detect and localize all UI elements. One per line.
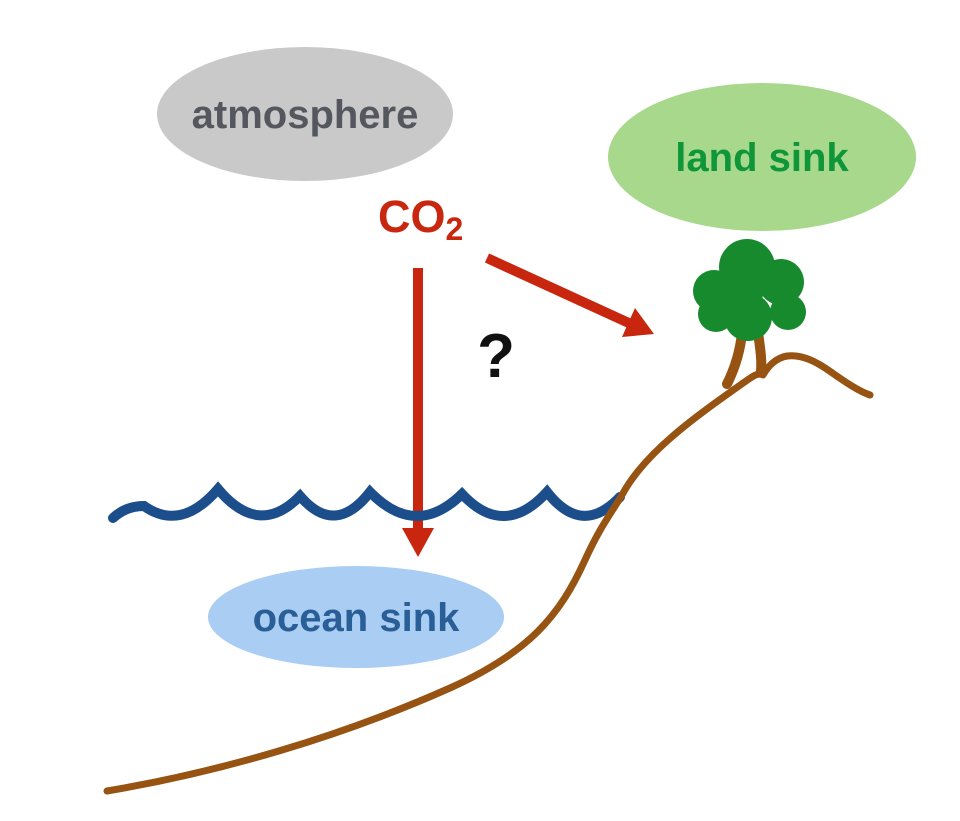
ocean-sink-label: ocean sink [253, 596, 461, 640]
tree-icon [693, 239, 806, 389]
water-surface-line [108, 481, 625, 523]
land-sink-node [608, 83, 916, 231]
co2-label: CO2 [378, 191, 463, 247]
co2-subscript-text: 2 [446, 211, 464, 247]
tree-canopy [693, 239, 806, 341]
co2-to-land-arrow [484, 253, 654, 337]
atmosphere-label: atmosphere [192, 93, 419, 137]
down-arrow-head [402, 528, 434, 557]
tree-trunk-left-stem [722, 328, 747, 389]
co2-to-ocean-arrow [402, 268, 434, 557]
ocean-sink-node [208, 566, 504, 668]
atmosphere-node [157, 47, 453, 181]
diagonal-arrow-shaft [484, 253, 634, 329]
land-sink-label: land sink [675, 136, 849, 180]
question-mark-label: ? [477, 322, 515, 391]
terrain-line [103, 352, 874, 795]
co2-base-text: CO [378, 191, 446, 242]
diagonal-arrow-head [622, 308, 654, 337]
